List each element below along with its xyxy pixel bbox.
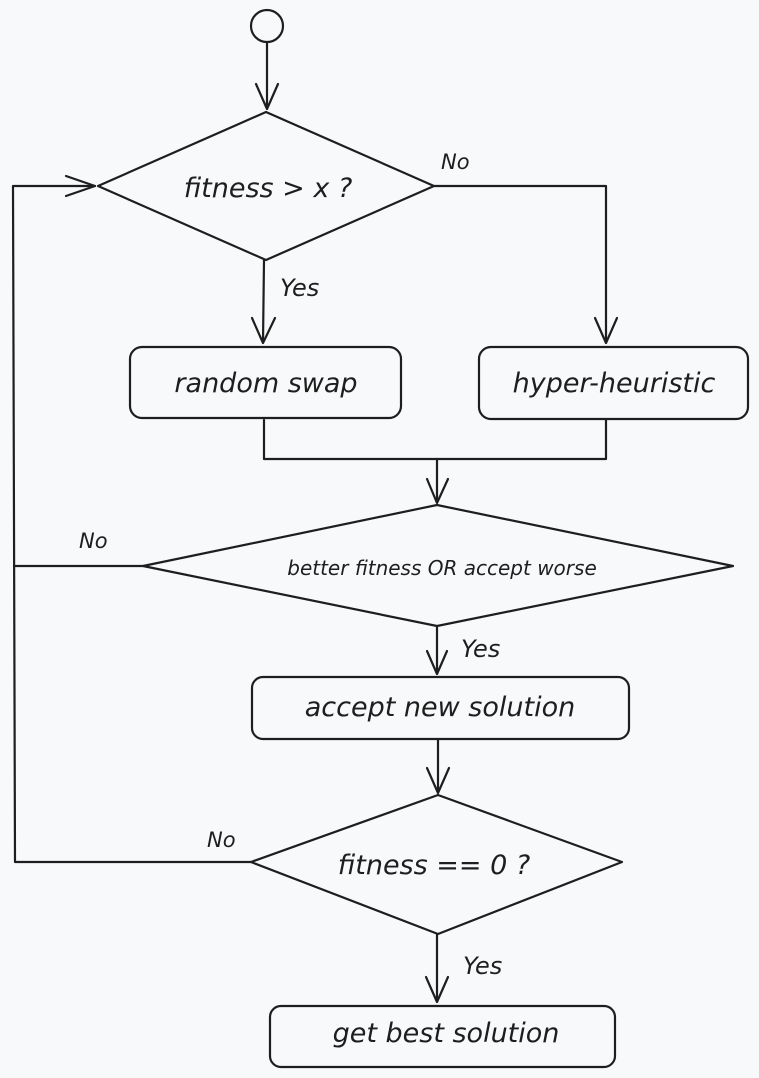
decision-accept-label: better fitness OR accept worse [287, 556, 597, 580]
edge-label-decision3-yes: Yes [463, 952, 502, 980]
process-get-best-solution [268, 1004, 617, 1069]
edge-decision1-no [432, 184, 608, 344]
process-accept-new-solution [250, 675, 631, 741]
edge-label-decision1-yes: Yes [280, 274, 319, 302]
process-random-swap-label: random swap [174, 368, 357, 399]
start-node [249, 8, 285, 44]
arrowhead-decision2-yes [425, 649, 449, 676]
decision-accept [141, 503, 735, 628]
process-hyper-heuristic [477, 345, 750, 421]
edge-merge-lines [262, 418, 608, 461]
arrowhead-decision1-no [593, 316, 619, 345]
decision-fitness-zero-label: fitness == 0 ? [338, 850, 530, 881]
edge-label-decision3-no: No [207, 828, 236, 852]
edge-decision3-no-loop [11, 184, 253, 864]
arrowhead-decision1-yes [250, 316, 277, 345]
arrowhead-accept-to-decision3 [425, 766, 451, 795]
arrowhead-loop-to-decision1 [64, 174, 97, 198]
decision-fitness-zero [249, 793, 624, 936]
process-get-best-solution-label: get best solution [333, 1018, 560, 1049]
arrowhead-decision3-yes [424, 975, 450, 1004]
edge-decision1-yes [261, 258, 266, 344]
edge-label-decision2-yes: Yes [461, 635, 500, 663]
process-accept-new-solution-label: accept new solution [305, 692, 575, 723]
decision-fitness-x-label: fitness > x ? [184, 173, 353, 204]
arrowhead-start-to-decision1 [254, 82, 280, 111]
edge-label-decision1-no: No [441, 150, 470, 174]
edge-label-decision2-no: No [79, 529, 108, 553]
process-random-swap [128, 345, 403, 420]
process-hyper-heuristic-label: hyper-heuristic [513, 368, 716, 399]
arrowhead-merge-to-decision2 [425, 477, 450, 505]
